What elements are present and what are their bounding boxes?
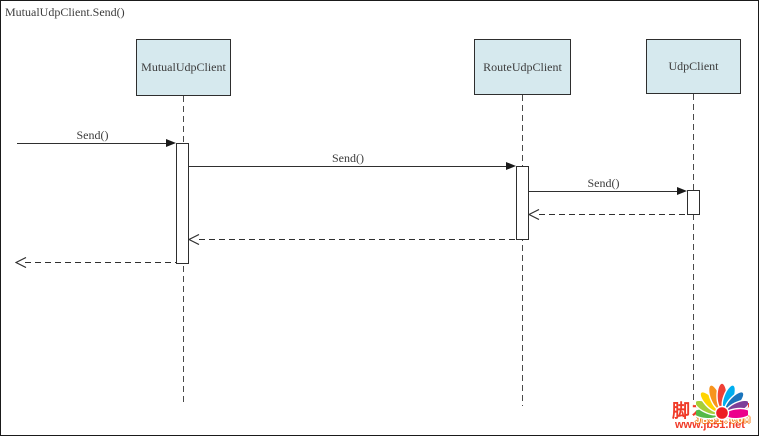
activation-bar-mutualudpclient	[176, 143, 189, 264]
solid-arrowhead-icon	[506, 162, 516, 170]
message-arrow-send-2	[189, 166, 507, 167]
participant-label: RouteUdpClient	[483, 59, 562, 74]
solid-arrowhead-icon	[166, 139, 176, 147]
watermark-site-url: www.jb51.net	[675, 419, 745, 431]
participant-label: UdpClient	[668, 59, 719, 73]
solid-arrowhead-icon	[677, 187, 687, 195]
participant-box-routeudpclient: RouteUdpClient	[474, 39, 571, 95]
return-arrow-1	[539, 214, 687, 215]
message-arrow-send-3	[529, 191, 678, 192]
return-arrow-3	[25, 262, 176, 263]
participant-label: MutualUdpClient	[141, 60, 226, 74]
message-label: Send()	[587, 176, 620, 190]
activation-bar-routeudpclient	[516, 166, 529, 240]
participant-box-udpclient: UdpClient	[646, 39, 741, 94]
message-arrow-send-1	[17, 143, 167, 144]
diagram-title: MutualUdpClient.Send()	[5, 5, 125, 19]
message-label: Send()	[332, 151, 364, 165]
activation-bar-udpclient	[687, 190, 700, 215]
lifeline-udpclient	[693, 94, 694, 406]
message-label: Send()	[76, 128, 109, 142]
open-arrowhead-icon	[188, 234, 200, 245]
rainbow-fan-logo-icon	[696, 382, 748, 421]
participant-box-mutualudpclient: MutualUdpClient	[136, 39, 231, 96]
watermark-overlay-text: JB51.COM	[695, 416, 752, 427]
open-arrowhead-icon	[528, 209, 540, 220]
lifeline-routeudpclient	[522, 95, 523, 406]
open-arrowhead-icon	[15, 257, 27, 268]
return-arrow-2	[199, 239, 516, 240]
